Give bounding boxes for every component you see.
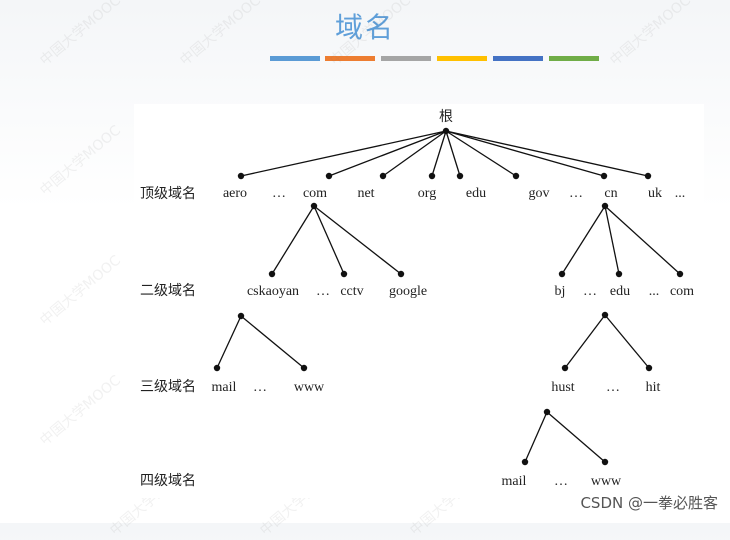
tree-node-dot <box>325 172 333 180</box>
second-level-ellipsis: ... <box>649 284 660 299</box>
color-segment <box>437 56 487 61</box>
tld-label: gov <box>529 186 550 201</box>
level-label-second: 二级域名 <box>140 283 196 299</box>
tree-edge <box>604 205 620 275</box>
tree-edge <box>431 130 447 177</box>
third-level-label: www <box>294 380 325 395</box>
second-level-ellipsis: … <box>583 284 597 299</box>
color-segment <box>270 56 320 61</box>
tld-ellipsis: … <box>272 186 286 201</box>
third-level-ellipsis: … <box>606 380 620 395</box>
second-level-ellipsis: … <box>316 284 330 299</box>
credit-text: CSDN @一拳必胜客 <box>580 494 718 512</box>
tree-node-dot <box>237 172 245 180</box>
tld-label: edu <box>466 186 486 201</box>
tld-label: net <box>357 186 374 201</box>
second-level-label: edu <box>610 284 630 299</box>
tree-node-dot <box>676 270 684 278</box>
second-level-label: bj <box>555 284 566 299</box>
color-segment <box>493 56 543 61</box>
tree-edge <box>604 205 681 275</box>
tree-node-dot <box>442 127 450 135</box>
slide-title: 域名 <box>334 11 395 44</box>
tree-edge <box>445 130 517 177</box>
tree-edge <box>445 130 605 177</box>
tld-label: com <box>303 186 327 201</box>
level-label-fourth: 四级域名 <box>140 473 196 489</box>
tree-node-dot <box>644 172 652 180</box>
diagram-panel <box>134 104 704 498</box>
color-segment <box>325 56 375 61</box>
tree-node-dot <box>601 458 609 466</box>
fourth-level-label: www <box>591 474 622 489</box>
tld-label: cn <box>604 186 617 201</box>
domain-tree-diagram: 顶级域名 二级域名 三级域名 四级域名 根 aero … com net org… <box>140 109 694 489</box>
second-level-label: google <box>389 284 427 299</box>
second-level-label: cskaoyan <box>247 284 299 299</box>
level-label-third: 三级域名 <box>140 379 196 395</box>
tree-node-dot <box>512 172 520 180</box>
tree-edge <box>524 411 548 463</box>
tree-edge <box>313 205 345 275</box>
tld-ellipsis: … <box>569 186 583 201</box>
tree-node-dot <box>601 311 609 319</box>
tree-edge <box>445 130 461 177</box>
third-level-ellipsis: … <box>253 380 267 395</box>
color-segment <box>549 56 599 61</box>
third-level-label: hit <box>646 380 661 395</box>
tree-node-dot <box>615 270 623 278</box>
tree-node-dot <box>340 270 348 278</box>
third-level-label: mail <box>212 380 237 395</box>
color-segment <box>381 56 431 61</box>
tree-node-dot <box>521 458 529 466</box>
fourth-level-ellipsis: … <box>554 474 568 489</box>
fourth-level-label: mail <box>502 474 527 489</box>
tree-edge <box>271 205 315 275</box>
second-level-label: com <box>670 284 694 299</box>
tree-edge <box>240 315 305 369</box>
tree-node-dot <box>268 270 276 278</box>
tree-edge <box>546 411 606 463</box>
tree-edge <box>216 315 242 369</box>
tree-edge <box>328 130 447 177</box>
tree-node-dot <box>237 312 245 320</box>
tree-node-dot <box>300 364 308 372</box>
tree-node-dot <box>397 270 405 278</box>
tree-node-dot <box>601 202 609 210</box>
tree-node-dot <box>213 364 221 372</box>
tree-node-dot <box>310 202 318 210</box>
third-level-label: hust <box>551 380 574 395</box>
tree-node-dot <box>558 270 566 278</box>
tree-node-dot <box>379 172 387 180</box>
tree-node-dot <box>456 172 464 180</box>
tree-node-dot <box>428 172 436 180</box>
tree-edge <box>561 205 606 275</box>
tld-ellipsis: ... <box>675 186 686 201</box>
tree-edge <box>604 314 650 369</box>
tree-edge <box>240 130 447 177</box>
tree-edge <box>313 205 402 275</box>
tree-node-dot <box>561 364 569 372</box>
second-level-label: cctv <box>340 284 363 299</box>
tree-edge <box>382 130 447 177</box>
tld-label: org <box>418 186 436 201</box>
tree-node-dot <box>543 408 551 416</box>
root-label: 根 <box>439 109 453 125</box>
tree-node-dot <box>600 172 608 180</box>
tree-edge <box>564 314 606 369</box>
tld-label: uk <box>648 186 662 201</box>
level-label-top: 顶级域名 <box>140 186 196 202</box>
tree-nodes <box>213 127 684 466</box>
tree-edge <box>445 130 649 177</box>
tree-edges <box>216 130 681 463</box>
tree-node-dot <box>645 364 653 372</box>
tld-label: aero <box>223 186 247 201</box>
